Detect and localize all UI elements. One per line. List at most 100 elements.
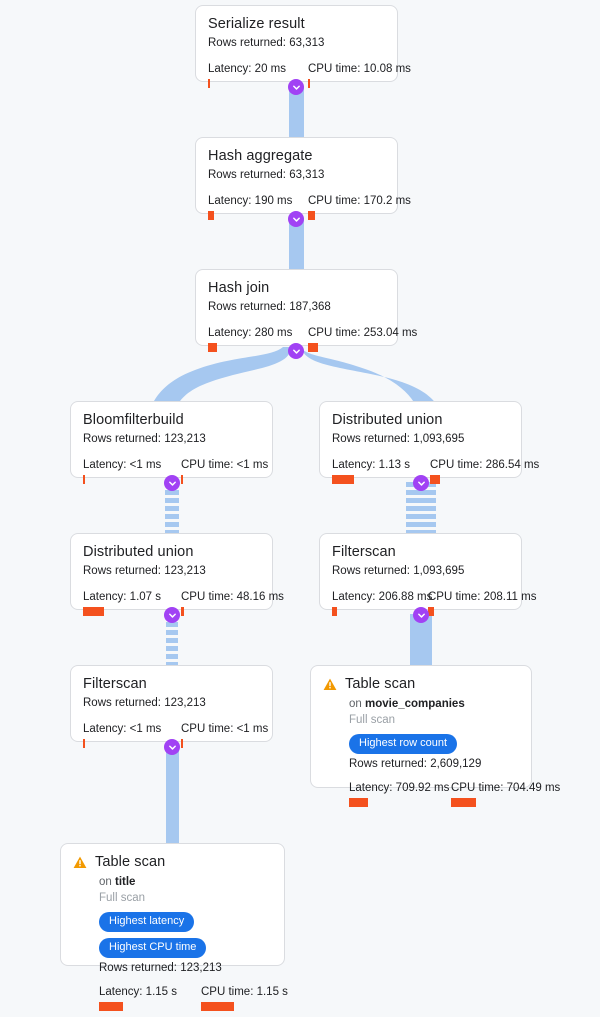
latency-metric: Latency: <1 ms bbox=[83, 722, 173, 748]
plan-node-filterscan-right[interactable]: Filterscan Rows returned: 1,093,695 Late… bbox=[319, 533, 536, 616]
cpu-prefix: CPU time: bbox=[430, 459, 486, 471]
latency-bar bbox=[83, 607, 104, 616]
node-body: on movie_companies Full scan Highest row… bbox=[323, 697, 560, 807]
scan-target: on movie_companies bbox=[349, 697, 519, 712]
latency-metric: Latency: 1.13 s bbox=[332, 458, 422, 484]
rows-returned: Rows returned: 123,213 bbox=[99, 961, 272, 976]
rows-returned-label: Rows returned: bbox=[332, 565, 414, 577]
status-badge[interactable]: Highest CPU time bbox=[99, 938, 207, 958]
cpu-prefix: CPU time: bbox=[181, 459, 237, 471]
rows-returned: Rows returned: 123,213 bbox=[83, 432, 260, 447]
latency-bar bbox=[208, 343, 217, 352]
cpu-label: CPU time: 704.49 ms bbox=[451, 781, 560, 795]
node-header: Hash aggregate bbox=[208, 148, 385, 165]
plan-node-serialize-result[interactable]: Serialize result Rows returned: 63,313 L… bbox=[195, 5, 411, 88]
status-badge[interactable]: Highest row count bbox=[349, 734, 458, 754]
cpu-label: CPU time: 208.11 ms bbox=[428, 590, 536, 604]
latency-value: 20 ms bbox=[254, 63, 286, 75]
plan-node-hash-join[interactable]: Hash join Rows returned: 187,368 Latency… bbox=[195, 269, 417, 352]
scan-type: Full scan bbox=[349, 714, 396, 726]
cpu-value: <1 ms bbox=[236, 723, 269, 735]
cpu-prefix: CPU time: bbox=[308, 63, 364, 75]
plan-node-bloomfilterbuild[interactable]: Bloomfilterbuild Rows returned: 123,213 … bbox=[70, 401, 273, 484]
latency-label: Latency: 190 ms bbox=[208, 194, 300, 208]
expand-chevron-filterscan-right[interactable] bbox=[413, 607, 429, 623]
latency-value: 1.07 s bbox=[129, 591, 161, 603]
plan-node-hash-aggregate[interactable]: Hash aggregate Rows returned: 63,313 Lat… bbox=[195, 137, 411, 220]
node-body: on title Full scan Highest latency Highe… bbox=[73, 875, 288, 1011]
plan-node-distributed-union-left[interactable]: Distributed union Rows returned: 123,213… bbox=[70, 533, 284, 616]
status-badge[interactable]: Highest latency bbox=[99, 912, 195, 932]
node-header: Table scan bbox=[73, 854, 272, 874]
cpu-label: CPU time: 170.2 ms bbox=[308, 194, 411, 208]
cpu-prefix: CPU time: bbox=[451, 782, 507, 794]
expand-chevron-hash-aggregate[interactable] bbox=[288, 211, 304, 227]
latency-value: 206.88 ms bbox=[378, 591, 433, 603]
node-metrics: Latency: 1.15 s CPU time: 1.15 s bbox=[99, 985, 288, 1011]
node-title: Hash join bbox=[208, 280, 270, 296]
rows-returned-value: 123,213 bbox=[164, 565, 206, 577]
rows-returned-label: Rows returned: bbox=[99, 962, 181, 974]
cpu-bar bbox=[181, 607, 184, 616]
latency-metric: Latency: 206.88 ms bbox=[332, 590, 432, 616]
cpu-value: 10.08 ms bbox=[363, 63, 411, 75]
expand-chevron-serialize-result[interactable] bbox=[288, 79, 304, 95]
node-header: Bloomfilterbuild bbox=[83, 412, 260, 429]
node-header: Filterscan bbox=[83, 676, 260, 693]
cpu-prefix: CPU time: bbox=[201, 986, 257, 998]
cpu-value: 704.49 ms bbox=[506, 782, 561, 794]
rows-returned-value: 123,213 bbox=[180, 962, 222, 974]
cpu-metric: CPU time: 704.49 ms bbox=[451, 781, 560, 807]
latency-value: 1.13 s bbox=[378, 459, 410, 471]
latency-metric: Latency: <1 ms bbox=[83, 458, 173, 484]
expand-chevron-bloomfilterbuild[interactable] bbox=[164, 475, 180, 491]
node-title: Distributed union bbox=[332, 412, 443, 428]
cpu-bar bbox=[308, 211, 315, 220]
edge-filterscan-to-tablescan-left bbox=[166, 746, 179, 844]
cpu-bar bbox=[428, 607, 434, 616]
node-metrics: Latency: 20 ms CPU time: 10.08 ms bbox=[208, 62, 411, 88]
rows-returned-value: 123,213 bbox=[164, 697, 206, 709]
rows-returned: Rows returned: 187,368 bbox=[208, 300, 385, 315]
plan-node-table-scan-movie-companies[interactable]: Table scan on movie_companies Full scan … bbox=[310, 665, 560, 807]
latency-prefix: Latency: bbox=[332, 591, 379, 603]
edge-bloomfilter-to-distributedunion bbox=[165, 482, 179, 534]
scan-type: Full scan bbox=[99, 892, 146, 904]
plan-node-filterscan-left[interactable]: Filterscan Rows returned: 123,213 Latenc… bbox=[70, 665, 273, 748]
node-title: Filterscan bbox=[332, 544, 396, 560]
latency-metric: Latency: 190 ms bbox=[208, 194, 300, 220]
plan-node-distributed-union-right[interactable]: Distributed union Rows returned: 1,093,6… bbox=[319, 401, 539, 484]
cpu-prefix: CPU time: bbox=[428, 591, 484, 603]
cpu-metric: CPU time: 208.11 ms bbox=[428, 590, 536, 616]
latency-label: Latency: 280 ms bbox=[208, 326, 300, 340]
expand-chevron-hash-join[interactable] bbox=[288, 343, 304, 359]
cpu-label: CPU time: <1 ms bbox=[181, 458, 268, 472]
node-header: Filterscan bbox=[332, 544, 509, 561]
node-metrics: Latency: 280 ms CPU time: 253.04 ms bbox=[208, 326, 417, 352]
node-title: Table scan bbox=[345, 676, 416, 692]
node-metrics: Latency: 1.13 s CPU time: 286.54 ms bbox=[332, 458, 539, 484]
latency-bar bbox=[208, 79, 210, 88]
rows-returned: Rows returned: 123,213 bbox=[83, 564, 260, 579]
cpu-metric: CPU time: 170.2 ms bbox=[308, 194, 411, 220]
edge-hashjoin-branches bbox=[150, 347, 440, 410]
node-header: Distributed union bbox=[332, 412, 509, 429]
latency-value: 709.92 ms bbox=[395, 782, 450, 794]
rows-returned: Rows returned: 63,313 bbox=[208, 168, 385, 183]
latency-bar bbox=[208, 211, 214, 220]
rows-returned: Rows returned: 2,609,129 bbox=[349, 757, 519, 772]
latency-prefix: Latency: bbox=[83, 459, 130, 471]
latency-metric: Latency: 709.92 ms bbox=[349, 781, 449, 807]
cpu-metric: CPU time: <1 ms bbox=[181, 458, 268, 484]
cpu-value: 170.2 ms bbox=[363, 195, 411, 207]
cpu-metric: CPU time: 286.54 ms bbox=[430, 458, 539, 484]
expand-chevron-filterscan-left[interactable] bbox=[164, 739, 180, 755]
plan-node-table-scan-title[interactable]: Table scan on title Full scan Highest la… bbox=[60, 843, 288, 1011]
latency-value: 280 ms bbox=[254, 327, 293, 339]
expand-chevron-distributed-union-left[interactable] bbox=[164, 607, 180, 623]
cpu-metric: CPU time: 253.04 ms bbox=[308, 326, 417, 352]
expand-chevron-distributed-union-right[interactable] bbox=[413, 475, 429, 491]
latency-label: Latency: 20 ms bbox=[208, 62, 300, 76]
cpu-label: CPU time: <1 ms bbox=[181, 722, 268, 736]
